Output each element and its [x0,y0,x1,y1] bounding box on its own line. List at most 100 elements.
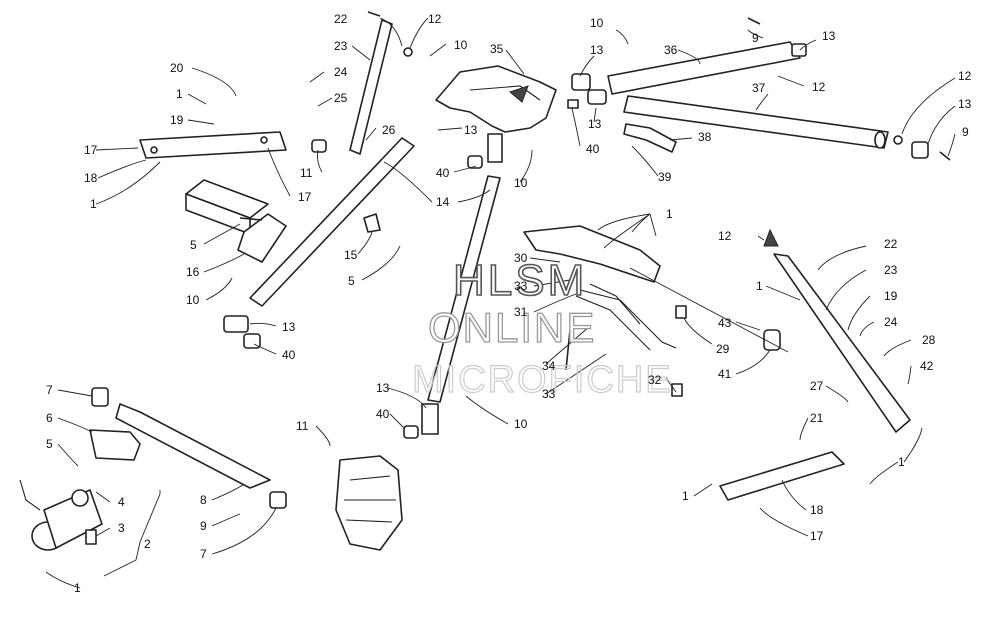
callout: 37 [752,81,766,95]
callout: 8 [200,493,207,507]
callout: 40 [376,407,390,421]
callout: 33 [542,387,556,401]
callout: 13 [464,123,478,137]
callout: 23 [884,263,898,277]
callout: 15 [344,248,358,262]
circuit-module [185,179,287,263]
callout: 28 [922,333,936,347]
callout: 17 [810,529,824,543]
callout: 18 [810,503,824,517]
callout: 10 [514,176,528,190]
callout: 1 [666,207,673,221]
callout: 24 [884,315,898,329]
callout: 17 [298,190,312,204]
callout: 19 [170,113,184,127]
callout: 5 [190,238,197,252]
callout: 1 [898,455,905,469]
callout: 1 [90,197,97,211]
callout: 22 [884,237,898,251]
callout: 31 [514,305,528,319]
callout: 12 [958,69,972,83]
callout: 11 [300,166,313,180]
callout: 12 [812,80,826,94]
callout: 13 [376,381,390,395]
callout: 12 [718,229,732,243]
callout: 16 [186,265,200,279]
callout: 6 [46,411,53,425]
callout: 10 [186,293,200,307]
callout: 36 [664,43,678,57]
callout: 11 [296,419,309,433]
callout: 13 [282,320,296,334]
callout: 21 [810,411,824,425]
callout: 25 [334,91,348,105]
callout: 42 [920,359,934,373]
gearbox-housing [335,455,403,551]
steering-bracket [435,65,557,133]
callout: 9 [962,125,969,139]
mount-bracket-upper-left [139,131,287,159]
callout: 13 [822,29,836,43]
watermark: HLSM ONLINE MICROFICHE [411,255,673,401]
watermark-line-2: ONLINE [428,304,596,351]
callout: 35 [490,42,504,56]
callout-labels: 22 12 23 10 35 10 13 36 9 13 12 37 12 13… [46,12,972,595]
callout: 3 [118,521,125,535]
callout: 27 [810,379,824,393]
callout: 20 [170,61,184,75]
callout: 18 [84,171,98,185]
callout: 10 [514,417,528,431]
callout: 13 [590,43,604,57]
callout: 23 [334,39,348,53]
callout: 29 [716,342,730,356]
watermark-line-3: MICROFICHE [412,359,673,401]
mount-bracket-lower-right [719,451,845,501]
callout: 13 [588,117,602,131]
steering-motor [19,479,103,551]
long-tube [623,95,889,149]
callout: 9 [200,519,207,533]
callout: 34 [542,359,556,373]
callout: 1 [682,489,689,503]
callout: 9 [752,31,759,45]
lower-cross-bar [115,403,271,489]
callout: 26 [382,123,396,137]
wire-harness-bracket [523,225,661,283]
callout: 7 [46,383,53,397]
callout: 10 [454,38,468,52]
callout: 40 [586,142,600,156]
steering-shaft [427,175,501,403]
callout: 2 [144,537,151,551]
callout: 1 [74,581,81,595]
callout: 17 [84,143,98,157]
vertical-bar-right [773,253,911,433]
callout: 12 [428,12,442,26]
parts-art [19,11,951,551]
callout: 4 [118,495,125,509]
callout: 43 [718,316,732,330]
watermark-line-1: HLSM [453,256,587,305]
diagonal-tube [249,137,415,307]
callout: 19 [884,289,898,303]
callout: 5 [348,274,355,288]
callout: 5 [46,437,53,451]
callout: 24 [334,65,348,79]
leader-lines [45,17,956,589]
callout: 40 [282,348,296,362]
callout: 1 [176,87,183,101]
callout: 13 [958,97,972,111]
callout: 10 [590,16,604,30]
callout: 30 [514,251,528,265]
callout: 22 [334,12,348,26]
callout: 33 [514,279,528,293]
callout: 14 [436,195,450,209]
callout: 32 [648,373,662,387]
callout: 40 [436,166,450,180]
callout: 1 [756,279,763,293]
callout: 7 [200,547,207,561]
callout: 39 [658,170,672,184]
callout: 38 [698,130,712,144]
upper-tube [607,41,801,95]
callout: 41 [718,367,732,381]
